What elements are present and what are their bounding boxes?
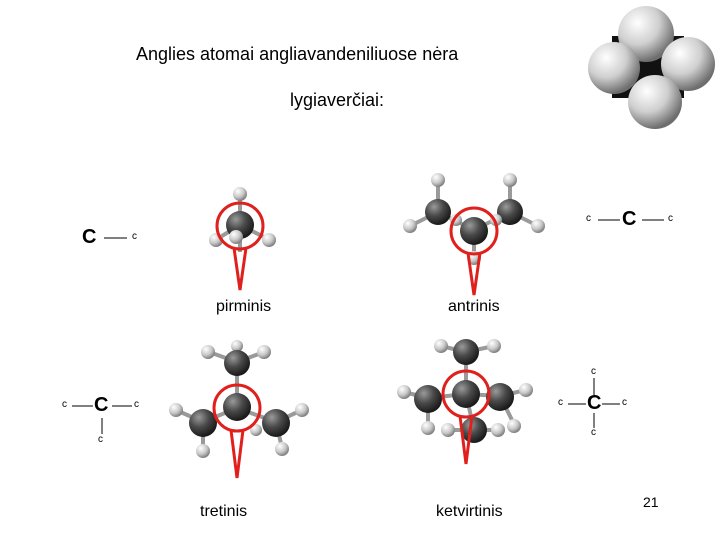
schematic-quaternary-neighbor-left: c: [558, 397, 563, 408]
schematic-secondary-neighbor-left: c: [586, 213, 591, 224]
schematic-quaternary-neighbor-right: c: [622, 397, 627, 408]
schematic-secondary-carbon: C: [622, 208, 637, 230]
schematic-quaternary-neighbor-top: c: [591, 366, 596, 377]
tertiary-carbon-atoms: [169, 340, 309, 458]
schematic-primary-carbon: C: [82, 226, 97, 248]
schematic-tertiary-carbon: C: [94, 394, 109, 416]
tertiary-highlight: [212, 383, 262, 479]
schematic-bonds: [72, 219, 664, 434]
primary-carbon-atoms: [209, 187, 276, 247]
schematic-primary-neighbor: c: [132, 231, 137, 242]
quaternary-highlight: [441, 369, 491, 465]
primary-highlight: [215, 201, 265, 291]
label-tertiary: tretinis: [200, 503, 248, 520]
label-secondary: antrinis: [448, 298, 500, 315]
schematic-secondary-neighbor-right: c: [668, 213, 673, 224]
slide-title-line-2: lygiaverčiai:: [290, 90, 385, 110]
secondary-highlight: [449, 206, 499, 296]
schematic-tertiary-neighbor-left: c: [62, 399, 67, 410]
page-number: 21: [643, 494, 659, 510]
schematic-quaternary-carbon: C: [587, 392, 602, 414]
schematic-quaternary-neighbor-bottom: c: [591, 427, 596, 438]
label-primary: pirminis: [216, 298, 272, 315]
methane-space-filling-model: [588, 6, 715, 129]
label-quaternary: ketvirtinis: [436, 503, 503, 520]
slide-title-line-1: Anglies atomai angliavandeniliuose nėra: [136, 44, 459, 64]
schematic-tertiary-neighbor-right: c: [134, 399, 139, 410]
schematic-tertiary-neighbor-bottom: c: [98, 434, 103, 445]
quaternary-carbon-atoms: [397, 339, 533, 443]
